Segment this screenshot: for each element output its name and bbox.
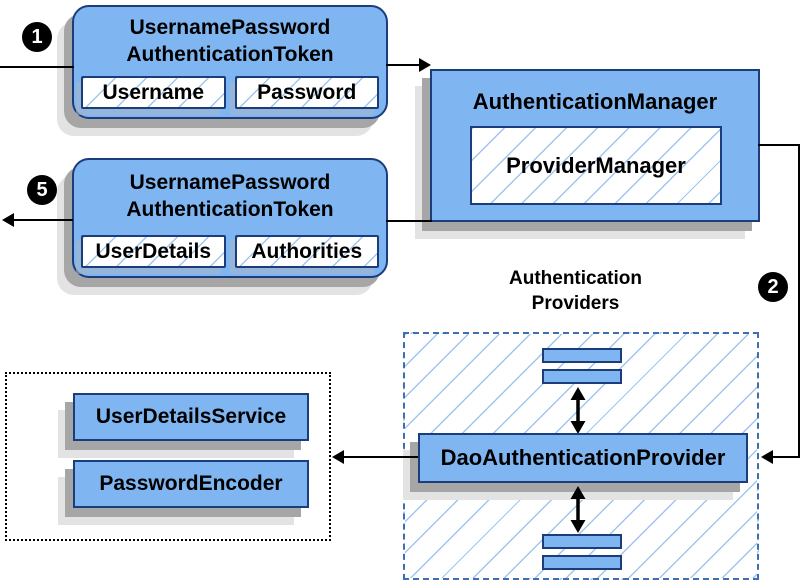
provider-manager-box: ProviderManager — [470, 126, 722, 205]
authentication-providers-label-line1: Authentication — [509, 268, 642, 289]
manager-to-token-line — [386, 220, 432, 222]
double-arrow-icon — [570, 486, 586, 533]
token-to-manager-line — [386, 64, 420, 66]
arrowhead-left-icon — [761, 450, 773, 464]
step-5-badge: 5 — [27, 175, 57, 205]
step-2-badge: 2 — [758, 272, 788, 302]
arrowhead-left-icon — [332, 450, 344, 464]
provider-to-services-line — [344, 456, 418, 458]
authentication-manager-title: AuthenticationManager — [472, 89, 718, 114]
authentication-providers-label: Authentication Providers — [468, 266, 683, 316]
provider-placeholder-bar — [542, 348, 622, 363]
provider-placeholder-bar — [542, 555, 622, 570]
step-1-badge: 1 — [22, 22, 52, 52]
dao-authentication-provider-node: DaoAuthenticationProvider — [418, 433, 748, 483]
user-details-service-node: UserDetailsService — [73, 393, 309, 441]
token-fields: UserDetails Authorities — [81, 235, 379, 268]
authentication-providers-label-line2: Providers — [531, 293, 620, 314]
password-field: Password — [234, 76, 379, 109]
token-fields: Username Password — [81, 76, 379, 109]
authorities-field: Authorities — [234, 235, 379, 268]
password-encoder-node: PasswordEncoder — [73, 460, 309, 508]
double-arrow-icon — [570, 387, 586, 434]
manager-to-provider-line-bottom — [773, 456, 800, 458]
manager-to-provider-line-top — [758, 144, 800, 146]
authentication-manager-node: AuthenticationManager ProviderManager — [430, 69, 760, 222]
username-password-token-response-node: UsernamePassword AuthenticationToken Use… — [72, 158, 388, 278]
username-password-token-request-node: UsernamePassword AuthenticationToken Use… — [72, 5, 388, 119]
provider-placeholder-bar — [542, 369, 622, 384]
node-title: UsernamePassword AuthenticationToken — [74, 160, 386, 223]
node-title-line2: AuthenticationToken — [126, 198, 334, 221]
provider-placeholder-bar — [542, 534, 622, 549]
arrowhead-right-icon — [419, 58, 431, 72]
node-title-line2: AuthenticationToken — [126, 43, 334, 66]
node-title: UsernamePassword AuthenticationToken — [74, 7, 386, 68]
username-field: Username — [81, 76, 226, 109]
manager-to-provider-line-vertical — [798, 144, 800, 458]
userdetails-field: UserDetails — [81, 235, 226, 268]
node-title-line1: UsernamePassword — [129, 16, 331, 39]
incoming-request-line — [0, 66, 74, 68]
arrowhead-left-icon — [2, 213, 14, 227]
outgoing-response-line — [13, 219, 73, 221]
node-title-line1: UsernamePassword — [129, 171, 331, 194]
